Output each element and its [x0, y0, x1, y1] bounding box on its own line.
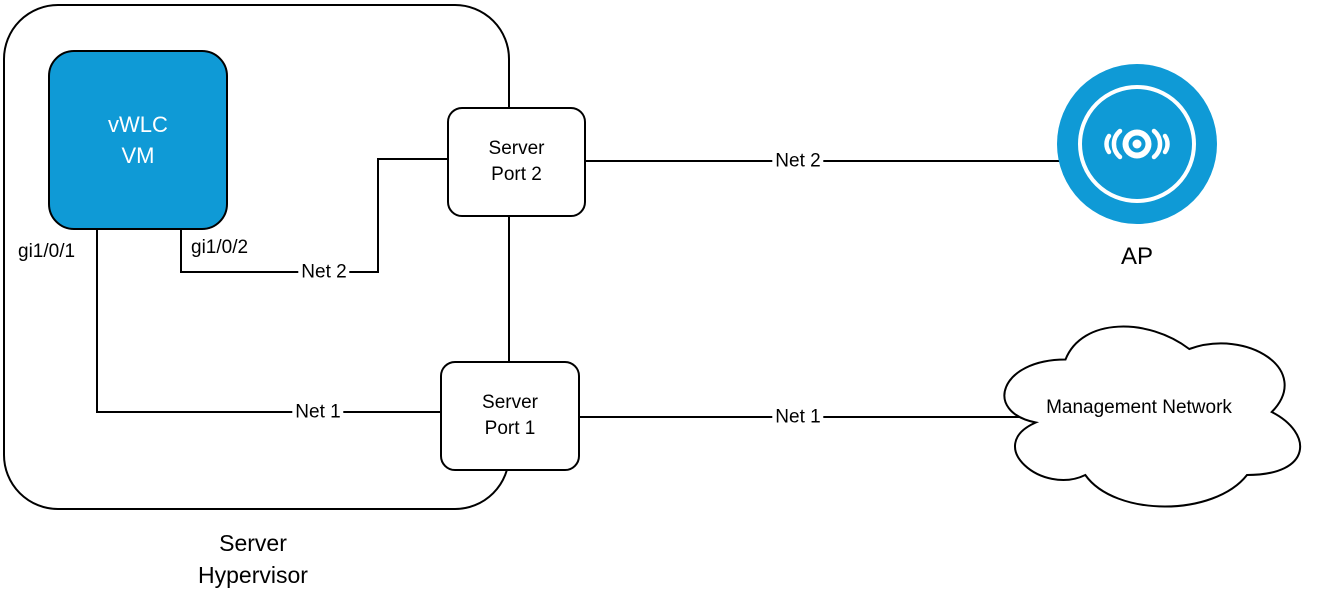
edge-net2-internal-to-port2 [377, 158, 449, 160]
server-hypervisor-label-line2: Hypervisor [198, 562, 308, 588]
interface-label-gi102: gi1/0/2 [191, 237, 249, 258]
edge-net2-internal-riser [377, 158, 379, 273]
ap-label: AP [1120, 243, 1153, 270]
edge-label-net1-internal: Net 1 [292, 401, 344, 423]
interface-label-gi101: gi1/0/1 [18, 241, 76, 262]
server-hypervisor-label-line1: Server [219, 530, 287, 556]
server-port-2-label-line1: Server [488, 138, 545, 159]
edge-net1-internal [96, 411, 442, 413]
server-port-1-label-line2: Port 1 [484, 418, 536, 439]
vwlc-vm-node: vWLC VM [48, 50, 228, 230]
vwlc-vm-label-line2: VM [121, 143, 155, 168]
server-hypervisor-label: Server Hypervisor [128, 527, 378, 591]
server-port-2-label-line2: Port 2 [491, 164, 542, 185]
edge-label-net1-to-cloud: Net 1 [772, 406, 824, 428]
management-network-label: Management Network [1046, 397, 1232, 418]
edge-label-net2-to-ap: Net 2 [772, 150, 824, 172]
server-port-2-node: Server Port 2 [447, 107, 586, 217]
edge-gi101-vertical [96, 230, 98, 413]
server-hypervisor-container [3, 4, 510, 510]
management-network-cloud [1003, 325, 1302, 508]
vwlc-vm-label-line1: vWLC [108, 112, 168, 137]
server-port-1-label-line1: Server [482, 392, 538, 413]
access-point-icon [1057, 64, 1217, 224]
edge-net2-internal [180, 271, 379, 273]
edge-label-net2-internal: Net 2 [298, 261, 350, 283]
server-port-1-node: Server Port 1 [440, 361, 580, 471]
edge-gi102-vertical [180, 230, 182, 273]
